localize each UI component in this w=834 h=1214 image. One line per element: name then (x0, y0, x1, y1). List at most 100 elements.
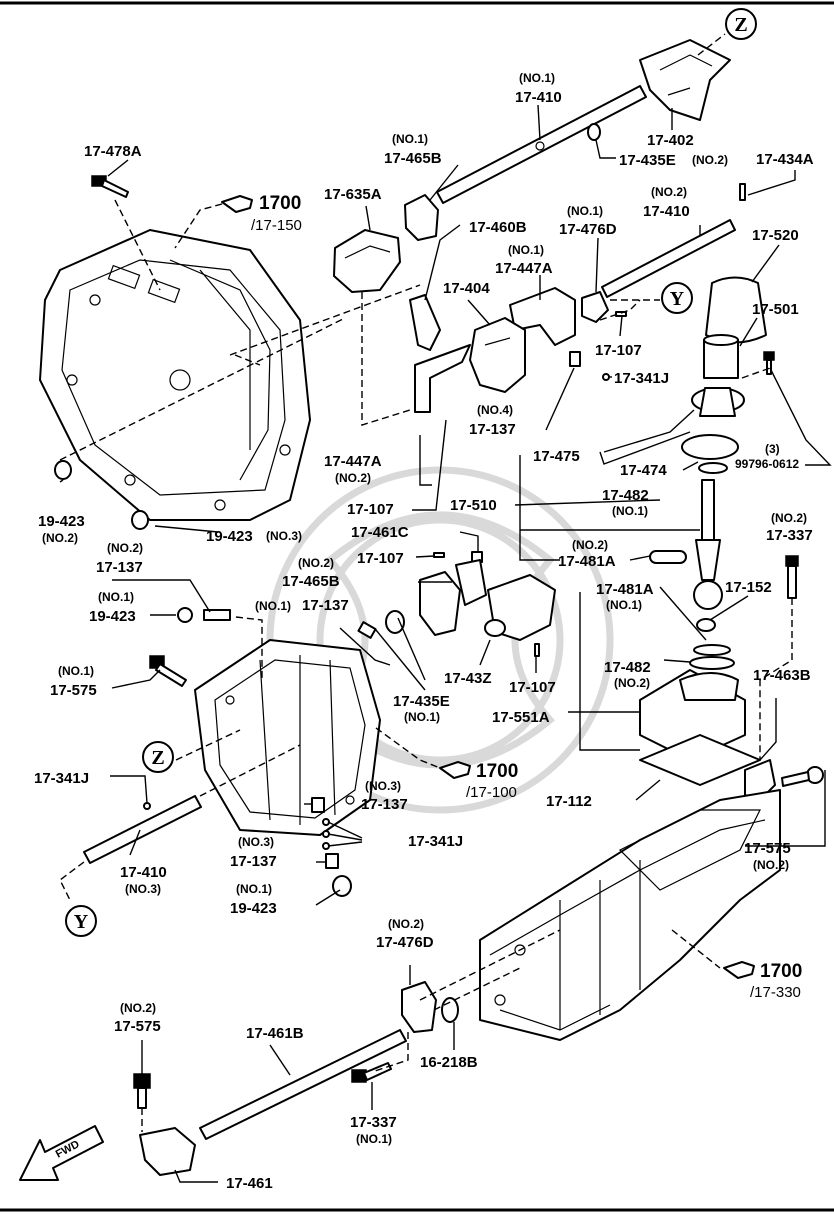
label-1700-c: 1700 (760, 961, 802, 982)
label-17-402: 17-402 (647, 132, 694, 149)
label-17-337-no1: 17-337 (350, 1114, 397, 1131)
label-1700-c-sub: /17-330 (750, 984, 801, 1001)
label-17-575-no2b: 17-575 (114, 1018, 161, 1035)
label-17-465b-no1-tag: (NO.1) (392, 132, 428, 146)
clip-17-435e-no1-part (385, 610, 405, 634)
bolt-17-478a-part (91, 175, 129, 198)
label-17-635a: 17-635A (324, 186, 382, 203)
bushing-16-218b-part (441, 997, 459, 1023)
label-17-463b: 17-463B (753, 667, 811, 684)
label-17-152: 17-152 (725, 579, 772, 596)
block-17-465b-no2-part (419, 571, 461, 636)
label-17-410-no3-tag: (NO.3) (125, 882, 161, 896)
label-17-337-no2: 17-337 (766, 527, 813, 544)
boot-17-501-part (703, 334, 739, 379)
label-17-501: 17-501 (752, 301, 799, 318)
bolt-99796-part (763, 351, 775, 375)
label-17-337-no1-tag: (NO.1) (356, 1132, 392, 1146)
label-99796: 99796-0612 (735, 457, 799, 471)
label-17-137-no4: 17-137 (469, 421, 516, 438)
pin-17-107-d-part (534, 643, 540, 657)
label-17-474: 17-474 (620, 462, 667, 479)
label-17-435e-no2-tag: (NO.2) (692, 153, 728, 167)
clip-17-435e-no2-part (587, 123, 601, 141)
plug-19-423-no2-part (54, 460, 72, 480)
bracket-part (455, 559, 487, 606)
label-17-476d-no1-tag: (NO.1) (567, 204, 603, 218)
label-17-475: 17-475 (533, 448, 580, 465)
label-17-341j-b: 17-341J (34, 770, 89, 787)
label-19-423-no1b: 19-423 (230, 900, 277, 917)
label-17-107-b: 17-107 (347, 501, 394, 518)
label-17-461b: 17-461B (246, 1025, 304, 1042)
callout-z-left: Z (142, 741, 174, 773)
label-17-137-no1-tag: (NO.1) (255, 599, 291, 613)
rear-extension-housing-part (479, 789, 781, 1041)
label-17-107-c: 17-107 (357, 550, 404, 567)
block-17-476d-no1-part (581, 291, 609, 323)
shift-rod-no3-part (83, 795, 202, 864)
label-17-410-no1: 17-410 (515, 89, 562, 106)
callout-y-mid-label: Y (670, 288, 685, 310)
dashed-guides (59, 33, 793, 1132)
block-17-476d-no2-part (401, 981, 437, 1033)
spring-17-137-no2-part (203, 609, 231, 621)
hand-pointer-icon-c (723, 961, 755, 979)
label-17-461c: 17-461C (351, 524, 409, 541)
label-17-404: 17-404 (443, 280, 490, 297)
label-17-551a: 17-551A (492, 709, 550, 726)
label-17-107-a: 17-107 (595, 342, 642, 359)
label-17-575-no1: 17-575 (50, 682, 97, 699)
lever-17-475-part (691, 387, 745, 417)
callout-y-left: Y (65, 905, 97, 937)
ball-17-341j-part (602, 373, 610, 381)
label-17-137-no4-tag: (NO.4) (477, 403, 513, 417)
ring-17-482-no2-part (689, 656, 735, 670)
label-17-137-no3b-tag: (NO.3) (238, 835, 274, 849)
label-17-447a-no2: 17-447A (324, 453, 382, 470)
label-17-112: 17-112 (546, 793, 592, 810)
spring-17-137-no4-part (569, 351, 581, 367)
label-17-520: 17-520 (752, 227, 799, 244)
fork-17-43z-part (484, 574, 556, 641)
label-17-481a-no2-tag: (NO.2) (572, 538, 608, 552)
joint-17-461-part (139, 1127, 196, 1176)
label-17-482-no1-tag: (NO.1) (612, 504, 648, 518)
leader-lines (59, 104, 832, 1183)
label-17-575-no2b-tag: (NO.2) (120, 1001, 156, 1015)
label-17-481a-no1-tag: (NO.1) (606, 598, 642, 612)
label-19-423-no1b-tag: (NO.1) (236, 882, 272, 896)
ring-17-481a-no1-part (693, 644, 731, 656)
label-17-337-no2-tag: (NO.2) (771, 511, 807, 525)
label-17-465b-no2-tag: (NO.2) (298, 556, 334, 570)
label-16-218b: 16-218B (420, 1054, 478, 1071)
pin-17-434a-part (739, 183, 746, 201)
part-labels: 17-478A (NO.1) 17-465B (NO.1) 17-410 17-… (34, 71, 814, 1192)
label-19-423-no1: 19-423 (89, 608, 136, 625)
bolt-17-575-no2b-part (133, 1073, 151, 1109)
hand-pointer-icon-b (439, 761, 471, 779)
label-17-465b-no1: 17-465B (384, 150, 442, 167)
gear-lever-17-510-part (693, 479, 723, 610)
label-17-476d-no1: 17-476D (559, 221, 617, 238)
plug-19-423-no1-part (177, 607, 193, 623)
label-19-423-no2: 19-423 (38, 513, 85, 530)
label-17-482-no1: 17-482 (602, 487, 649, 504)
label-17-510: 17-510 (450, 497, 497, 514)
bolt-17-575-no1-part (149, 655, 187, 687)
label-17-435e-no1-tag: (NO.1) (404, 710, 440, 724)
bolt-17-337-no2-part (785, 555, 799, 599)
fork-17-635a-part (333, 229, 401, 293)
label-17-434a: 17-434A (756, 151, 814, 168)
label-17-137-no2: 17-137 (96, 559, 143, 576)
label-99796-tag: (3) (765, 442, 780, 456)
label-17-482-no2-tag: (NO.2) (614, 676, 650, 690)
spring-17-137-no3a-part (311, 797, 325, 813)
label-17-478a: 17-478A (84, 143, 142, 160)
plug-19-423-no3-part (131, 510, 149, 530)
label-17-341j-c: 17-341J (408, 833, 463, 850)
label-19-423-no2-tag: (NO.2) (42, 531, 78, 545)
lever-17-460b-part (409, 294, 441, 351)
housing-17-551a-part (639, 669, 746, 761)
label-19-423-no3: 19-423 (206, 528, 253, 545)
